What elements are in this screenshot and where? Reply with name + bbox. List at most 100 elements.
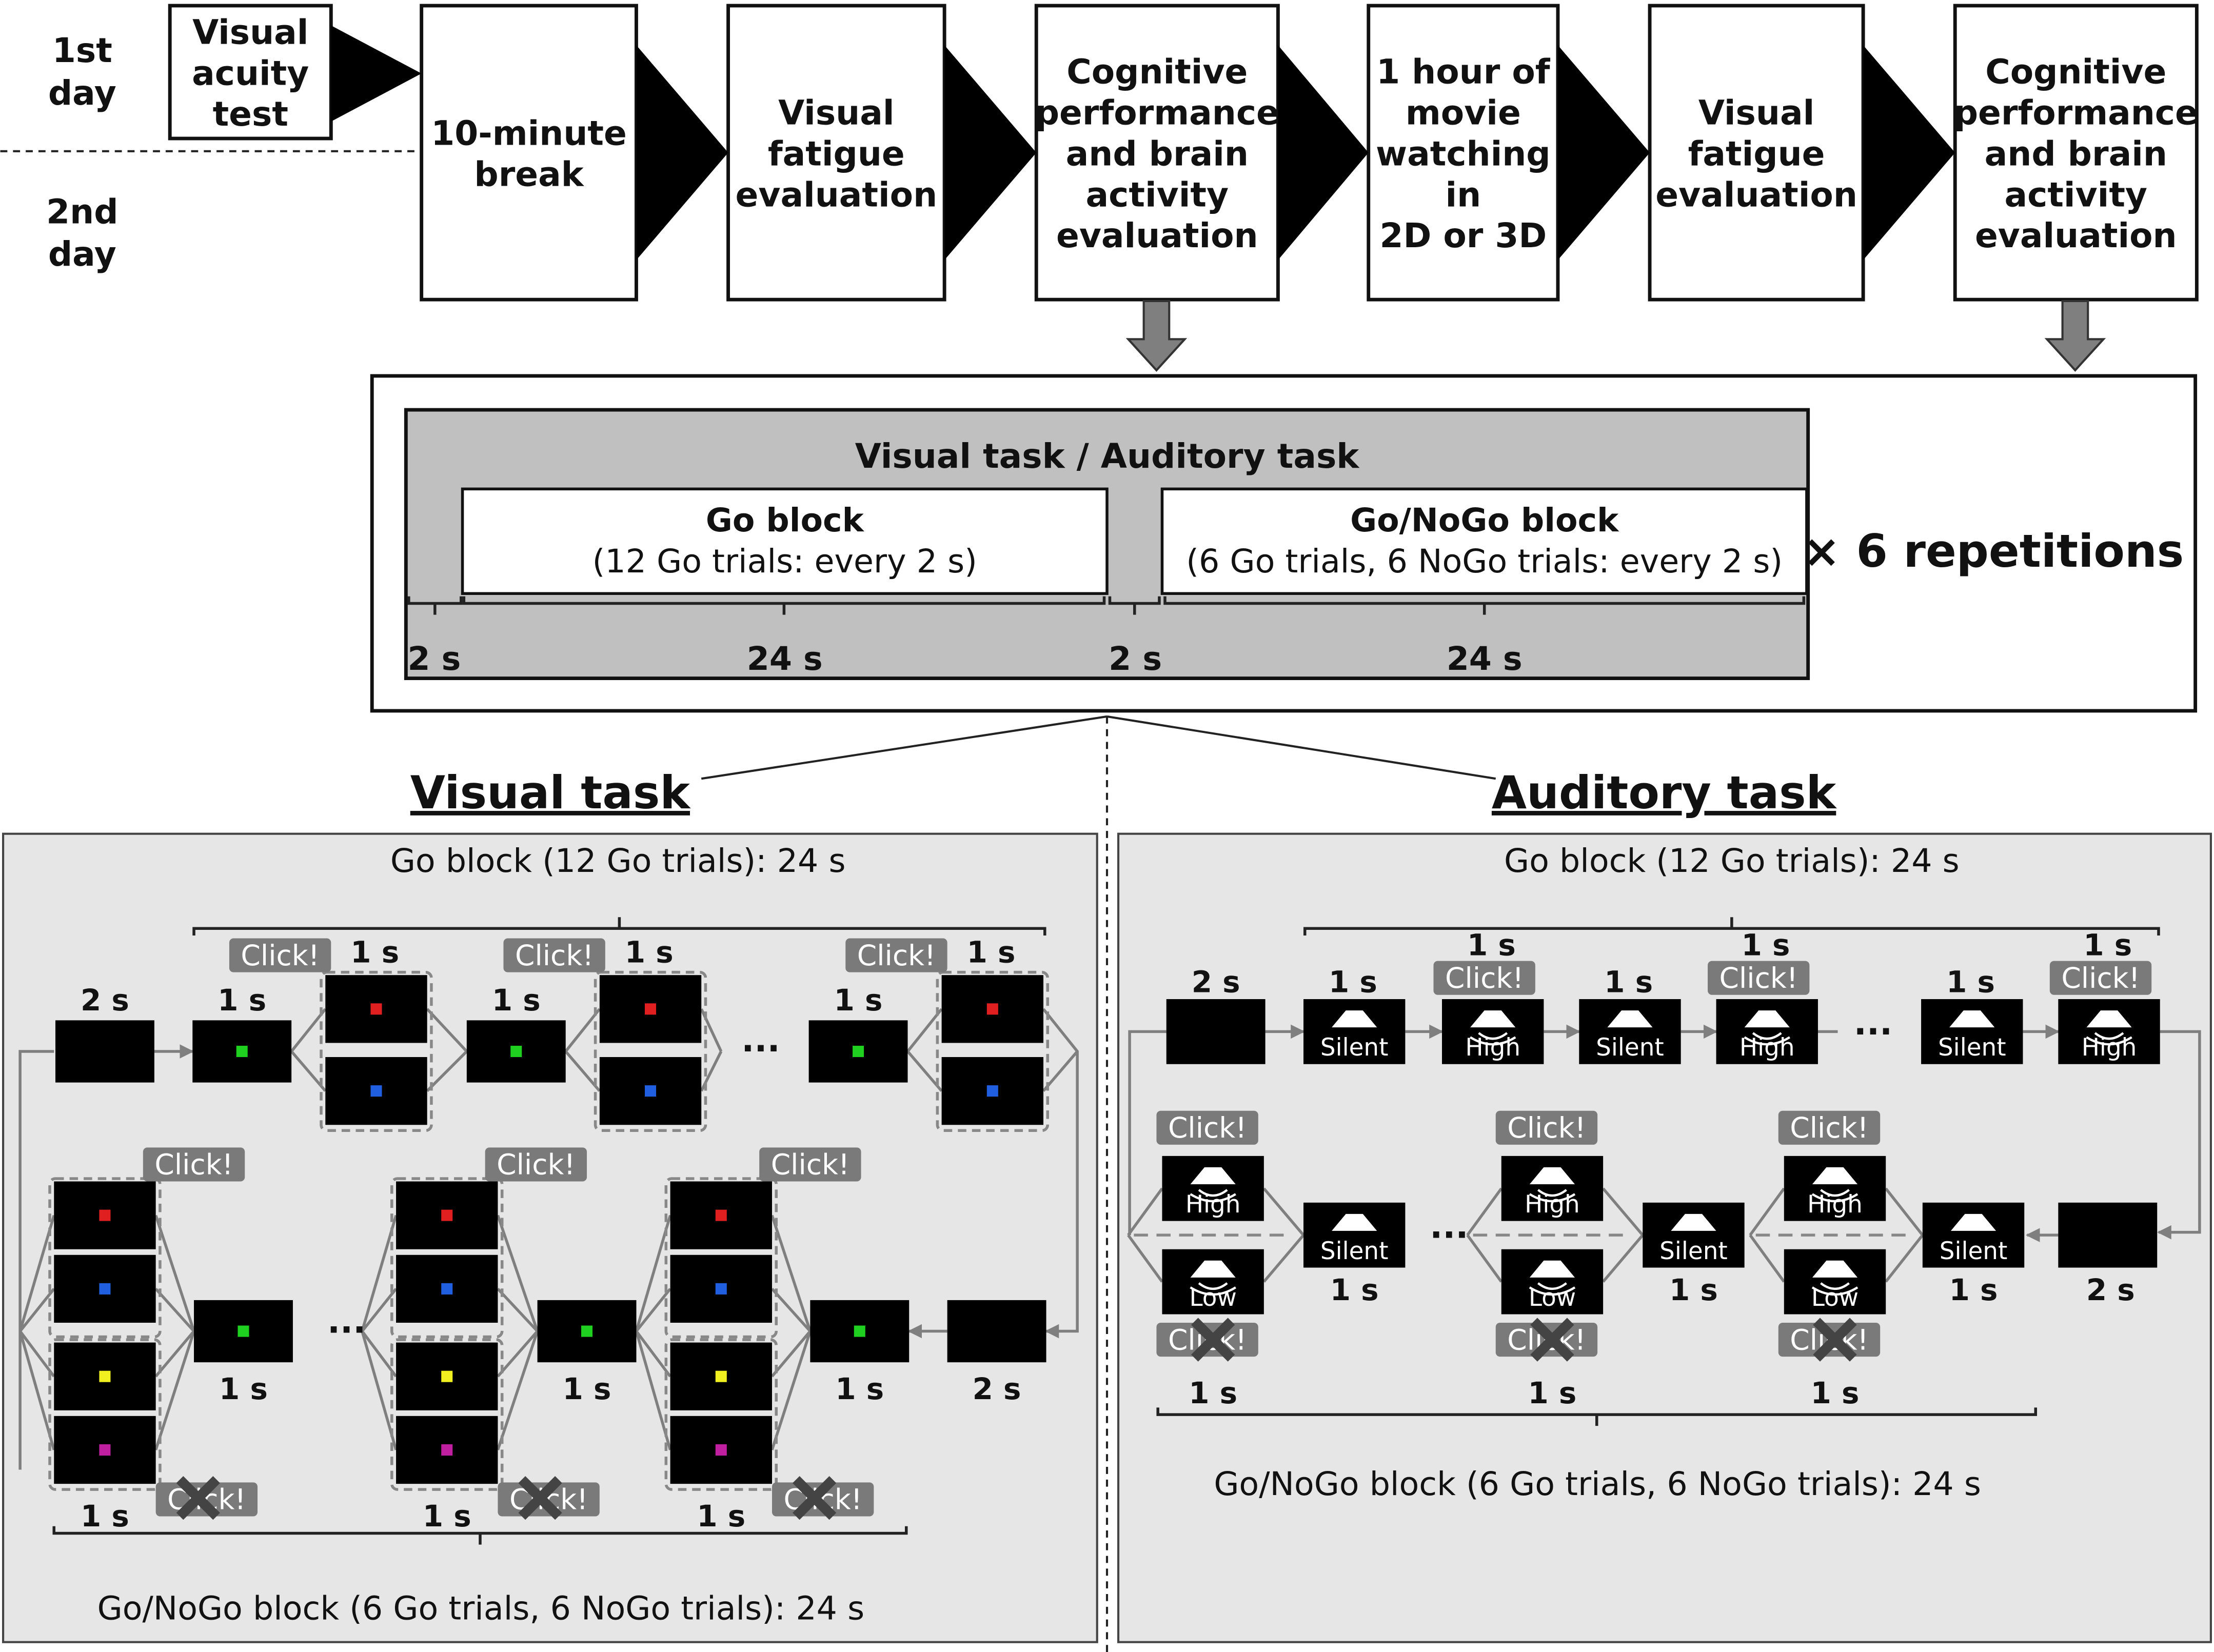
sound-label: Silent xyxy=(1938,1034,2006,1062)
connector xyxy=(1127,1187,1163,1236)
stimulus-dot xyxy=(370,1085,382,1097)
sound-label: High xyxy=(1525,1191,1580,1219)
stimulus-dot xyxy=(715,1283,727,1295)
gonogo-brace xyxy=(52,1526,908,1545)
loop-connector xyxy=(2157,1030,2201,1240)
time-label: 1 s xyxy=(697,1499,745,1534)
click-badge xyxy=(155,1482,258,1517)
go-caption: Go block (12 Go trials): 24 s xyxy=(390,842,846,880)
speaker-icon xyxy=(1812,1167,1858,1184)
click-badge xyxy=(1495,1110,1598,1145)
down-arrow-icon xyxy=(2044,300,2106,372)
connector xyxy=(154,1215,195,1332)
click-badge xyxy=(143,1147,245,1182)
connector xyxy=(1106,715,1496,780)
click-badge-label: Click! xyxy=(241,939,319,972)
flow-arrow-icon xyxy=(636,45,728,260)
time-label: 1 s xyxy=(2083,928,2132,963)
high-tone-screen xyxy=(1162,1156,1264,1221)
connector xyxy=(770,1215,812,1332)
step-label: break xyxy=(474,154,584,194)
loop-connector xyxy=(1128,1030,1167,1236)
speaker-icon xyxy=(1190,1167,1236,1184)
click-badge-label: Click! xyxy=(1445,962,1524,994)
step-label: 2D or 3D xyxy=(1379,216,1547,255)
low-tone-screen xyxy=(1501,1249,1604,1315)
flow-arrow-icon xyxy=(944,45,1037,260)
step-label: movie xyxy=(1406,93,1521,132)
day1-label: day xyxy=(48,73,116,113)
sound-wave-icon xyxy=(1198,1282,1228,1290)
time-label: 1 s xyxy=(1604,964,1653,999)
click-badge xyxy=(772,1482,874,1517)
stimulus-dot xyxy=(441,1209,453,1221)
stimulus-dot xyxy=(853,1045,864,1057)
go-caption: Go block (12 Go trials): 24 s xyxy=(1504,842,1960,880)
duration-brace xyxy=(462,596,1106,615)
sound-wave-icon xyxy=(1752,1032,1782,1040)
step-box xyxy=(1034,4,1280,302)
no-click-cross-icon xyxy=(1813,1318,1857,1362)
click-badge-label: Click! xyxy=(1790,1111,1868,1144)
sound-wave-icon xyxy=(1820,1282,1850,1290)
step-label: performance xyxy=(1035,93,1279,132)
nogo-group-frame xyxy=(390,1338,504,1491)
connector xyxy=(361,1330,398,1378)
duration-label: 24 s xyxy=(747,640,823,678)
high-tone-screen xyxy=(2058,999,2160,1064)
stimulus-dot xyxy=(99,1209,111,1221)
sound-label: High xyxy=(1185,1191,1241,1219)
silent-screen xyxy=(1579,999,1681,1064)
sound-wave-icon xyxy=(1744,1036,1790,1046)
sound-wave-icon xyxy=(2094,1032,2124,1040)
connector xyxy=(18,1330,55,1378)
connector xyxy=(770,1330,812,1378)
sound-wave-icon xyxy=(1190,1193,1236,1203)
stimulus-dot xyxy=(370,1003,382,1015)
stimulus-dot xyxy=(715,1209,727,1221)
gonogo-caption: Go/NoGo block (6 Go trials, 6 NoGo trial… xyxy=(1214,1465,1981,1503)
no-click-cross-icon xyxy=(518,1476,562,1520)
stimulus-dot xyxy=(99,1444,111,1456)
connector xyxy=(1262,1187,1305,1236)
speaker-icon xyxy=(1332,1010,1377,1028)
nogo-group-frame xyxy=(48,1338,162,1491)
stimulus-dot xyxy=(986,1085,998,1097)
rest-screen xyxy=(55,1020,154,1083)
repetitions-label: × 6 repetitions xyxy=(1803,525,2184,578)
stimulus-dot xyxy=(238,1325,249,1337)
time-label: 1 s xyxy=(218,983,266,1018)
sound-wave-icon xyxy=(1529,1193,1576,1203)
step-label: and brain xyxy=(1985,134,2167,173)
down-arrow-icon xyxy=(1125,300,1188,372)
time-label: 1 s xyxy=(350,934,399,969)
sound-label: Silent xyxy=(1320,1238,1389,1265)
click-badge-label: Click! xyxy=(1719,962,1798,994)
connector xyxy=(770,1330,812,1450)
day2-label: day xyxy=(48,234,116,274)
step-label: performance xyxy=(1954,93,2198,132)
connector xyxy=(154,1330,195,1450)
time-label: 1 s xyxy=(492,983,541,1018)
click-badge-label: Click! xyxy=(154,1148,233,1181)
connector xyxy=(635,1330,671,1378)
visual-task-title: Visual task xyxy=(410,766,691,819)
time-label: 1 s xyxy=(1946,964,1995,999)
time-label: 1 s xyxy=(1811,1376,1860,1410)
flow-arrow-icon xyxy=(1278,45,1369,260)
time-label: 1 s xyxy=(423,1499,471,1534)
stimulus-dot xyxy=(441,1370,453,1382)
click-badge xyxy=(2049,961,2152,995)
step-label: 1 hour of xyxy=(1376,52,1551,92)
time-label: 2 s xyxy=(1192,964,1240,999)
step-label: evaluation xyxy=(1056,216,1258,255)
stimulus-dot xyxy=(581,1325,593,1337)
step-label: acuity xyxy=(192,53,309,93)
auditory-task-title: Auditory task xyxy=(1492,766,1837,819)
step-box xyxy=(1367,4,1560,302)
duration-label: 24 s xyxy=(1447,640,1523,678)
high-tone-screen xyxy=(1501,1156,1604,1221)
go-group-frame xyxy=(390,1177,504,1339)
nogo-group-frame xyxy=(664,1338,778,1491)
connector xyxy=(1749,1187,1786,1236)
